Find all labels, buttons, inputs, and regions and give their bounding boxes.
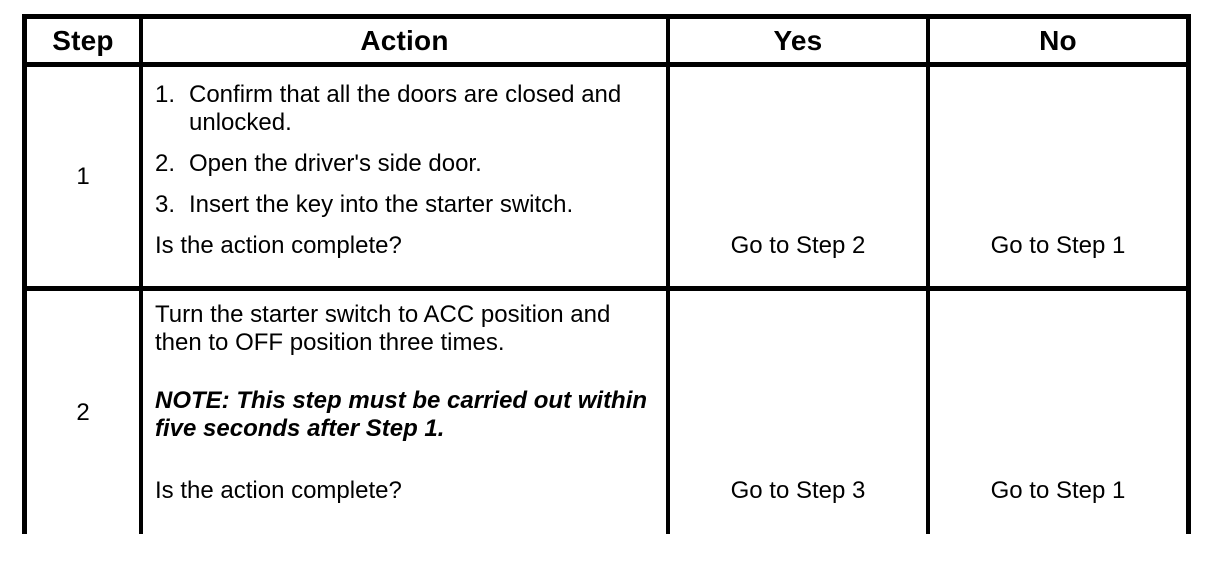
action-question: Is the action complete?: [155, 232, 402, 259]
action-cell: 1. Confirm that all the doors are closed…: [143, 67, 670, 286]
table-row-step-2: 2 Turn the starter switch to ACC positio…: [27, 291, 1186, 534]
step-number-value: 2: [76, 398, 90, 426]
no-instruction: Go to Step 1: [990, 477, 1126, 504]
yes-instruction: Go to Step 3: [730, 477, 866, 504]
step-number-value: 1: [76, 162, 90, 190]
header-step: Step: [27, 19, 143, 62]
action-text: Turn the starter switch to ACC position …: [155, 301, 611, 356]
action-item-text: Open the driver's side door.: [189, 150, 482, 177]
action-item-text: Insert the key into the starter switch.: [189, 191, 574, 218]
action-item-text: Confirm that all the doors are closed an…: [189, 81, 622, 136]
action-item-number: 3.: [155, 191, 176, 218]
header-yes: Yes: [670, 19, 930, 62]
step-number: 2: [27, 291, 143, 534]
table-header-row: Step Action Yes No: [27, 19, 1186, 67]
header-no: No: [1039, 24, 1077, 56]
yes-cell: Go to Step 2: [670, 67, 930, 286]
header-action: Action: [143, 19, 670, 62]
action-item-number: 1.: [155, 81, 176, 108]
step-number: 1: [27, 67, 143, 286]
action-item: 3. Insert the key into the starter switc…: [155, 191, 660, 219]
action-question: Is the action complete?: [155, 477, 402, 504]
yes-cell: Go to Step 3: [670, 291, 930, 534]
no-instruction: Go to Step 1: [990, 232, 1126, 259]
troubleshooting-table: Step Action Yes No 1 1. Confirm that all…: [22, 14, 1191, 534]
yes-instruction: Go to Step 2: [730, 232, 866, 259]
action-cell: Turn the starter switch to ACC position …: [143, 291, 670, 534]
action-item-number: 2.: [155, 150, 176, 177]
action-item: 2. Open the driver's side door.: [155, 150, 660, 178]
table-row-step-1: 1 1. Confirm that all the doors are clos…: [27, 67, 1186, 291]
action-item: 1. Confirm that all the doors are closed…: [155, 81, 660, 137]
no-cell: Go to Step 1: [930, 291, 1186, 534]
no-cell: Go to Step 1: [930, 67, 1186, 286]
action-note: NOTE: This step must be carried out with…: [155, 387, 648, 442]
